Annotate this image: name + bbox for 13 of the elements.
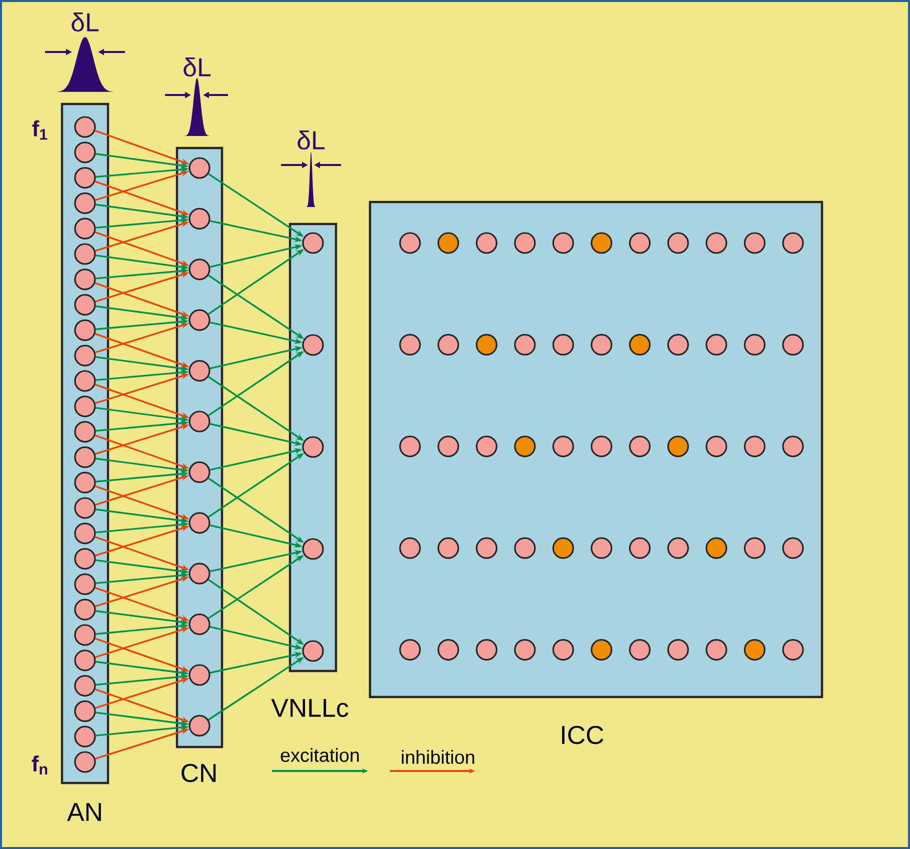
width-label: δL [184, 58, 211, 76]
legend-label: excitation [280, 748, 359, 762]
frequency-label: f$_{1}$ [32, 120, 48, 140]
node-label: VNLLc [271, 698, 348, 718]
node-label: ICC [562, 726, 604, 744]
node-label: CN [182, 764, 216, 782]
width-label: δL [72, 12, 99, 32]
node-label: AN [67, 803, 101, 821]
frequency-label: f$_{n}$ [32, 756, 48, 774]
width-label: δL [298, 130, 325, 150]
column-box: VNLLc [271, 222, 348, 718]
column-box: ICC [368, 200, 824, 744]
legend-label: inhibition [402, 750, 474, 764]
